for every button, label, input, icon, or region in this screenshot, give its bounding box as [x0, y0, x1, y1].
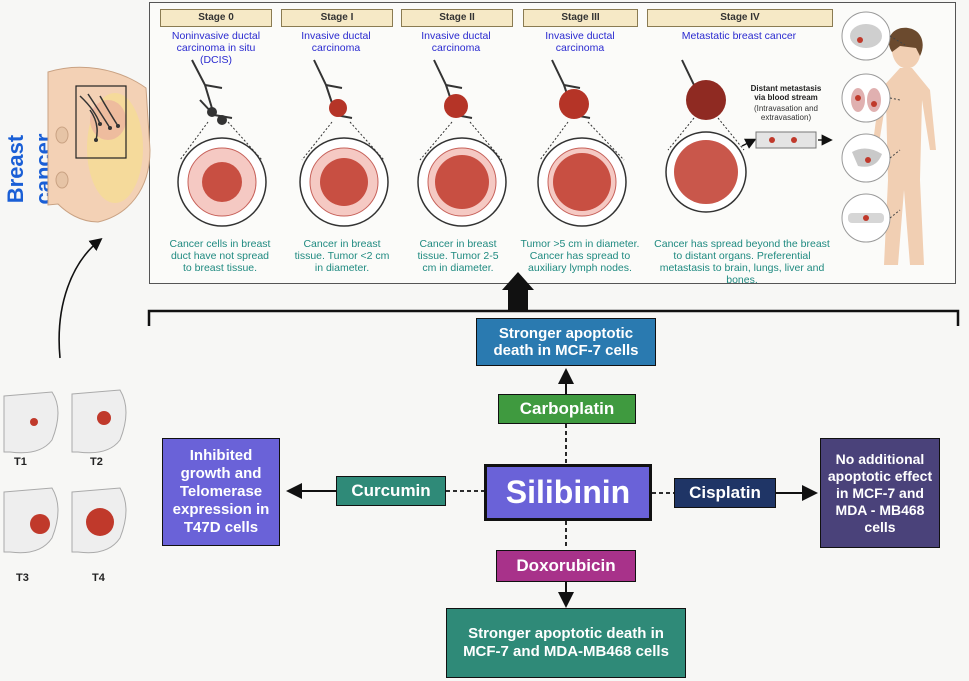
stage-2-desc: Cancer in breast tissue. Tumor 2-5 cm in… — [417, 238, 499, 274]
stage-1-tab: Stage I — [281, 9, 393, 27]
stage-2-tab: Stage II — [401, 9, 513, 27]
silibinin-box: Silibinin — [484, 464, 652, 521]
doxorubicin-box: Doxorubicin — [496, 550, 636, 582]
stage-1-illustration — [299, 59, 389, 227]
stage-4-desc: Cancer has spread beyond the breast to d… — [654, 238, 830, 286]
outcome-bottom-box: Stronger apoptotic death in MCF-7 and MD… — [446, 608, 686, 678]
t3-label: T3 — [16, 572, 29, 584]
t4-label: T4 — [92, 572, 105, 584]
stage-0-desc: Cancer cells in breast duct have not spr… — [169, 238, 271, 274]
metastasis-subtitle: (Intravasation and extravasation) — [753, 104, 819, 122]
stage-3-illustration — [537, 59, 627, 227]
stage-4-title: Metastatic breast cancer — [681, 30, 797, 42]
stage-0-title: Noninvasive ductal carcinoma in situ (DC… — [171, 30, 261, 66]
stage-3-tab: Stage III — [523, 9, 638, 27]
t1-label: T1 — [14, 456, 27, 468]
stage-2-illustration — [417, 59, 507, 227]
stage-3-desc: Tumor >5 cm in diameter. Cancer has spre… — [520, 238, 640, 274]
cisplatin-box: Cisplatin — [674, 478, 776, 508]
stage-2-title: Invasive ductal carcinoma — [421, 30, 491, 54]
stage-3-title: Invasive ductal carcinoma — [545, 30, 615, 54]
stage-4-tab: Stage IV — [647, 9, 833, 27]
curcumin-box: Curcumin — [336, 476, 446, 506]
t-stage-diagrams — [3, 389, 127, 554]
stage-1-title: Invasive ductal carcinoma — [301, 30, 371, 54]
stage-0-tab: Stage 0 — [160, 9, 272, 27]
metastasis-title: Distant metastasis via blood stream — [750, 84, 822, 102]
organ-icons — [841, 11, 906, 243]
stage-1-desc: Cancer in breast tissue. Tumor <2 cm in … — [294, 238, 390, 274]
stage-4-illustration — [665, 59, 833, 213]
stage-0-illustration — [177, 59, 267, 227]
outcome-right-box: No additional apoptotic effect in MCF-7 … — [820, 438, 940, 548]
connector-lines — [147, 272, 960, 608]
breast-anatomy-icon — [47, 66, 151, 223]
outcome-left-box: Inhibited growth and Telomerase expressi… — [162, 438, 280, 546]
outcome-top-box: Stronger apoptotic death in MCF-7 cells — [476, 318, 656, 366]
stages-panel — [149, 2, 956, 284]
carboplatin-box: Carboplatin — [498, 394, 636, 424]
t2-label: T2 — [90, 456, 103, 468]
